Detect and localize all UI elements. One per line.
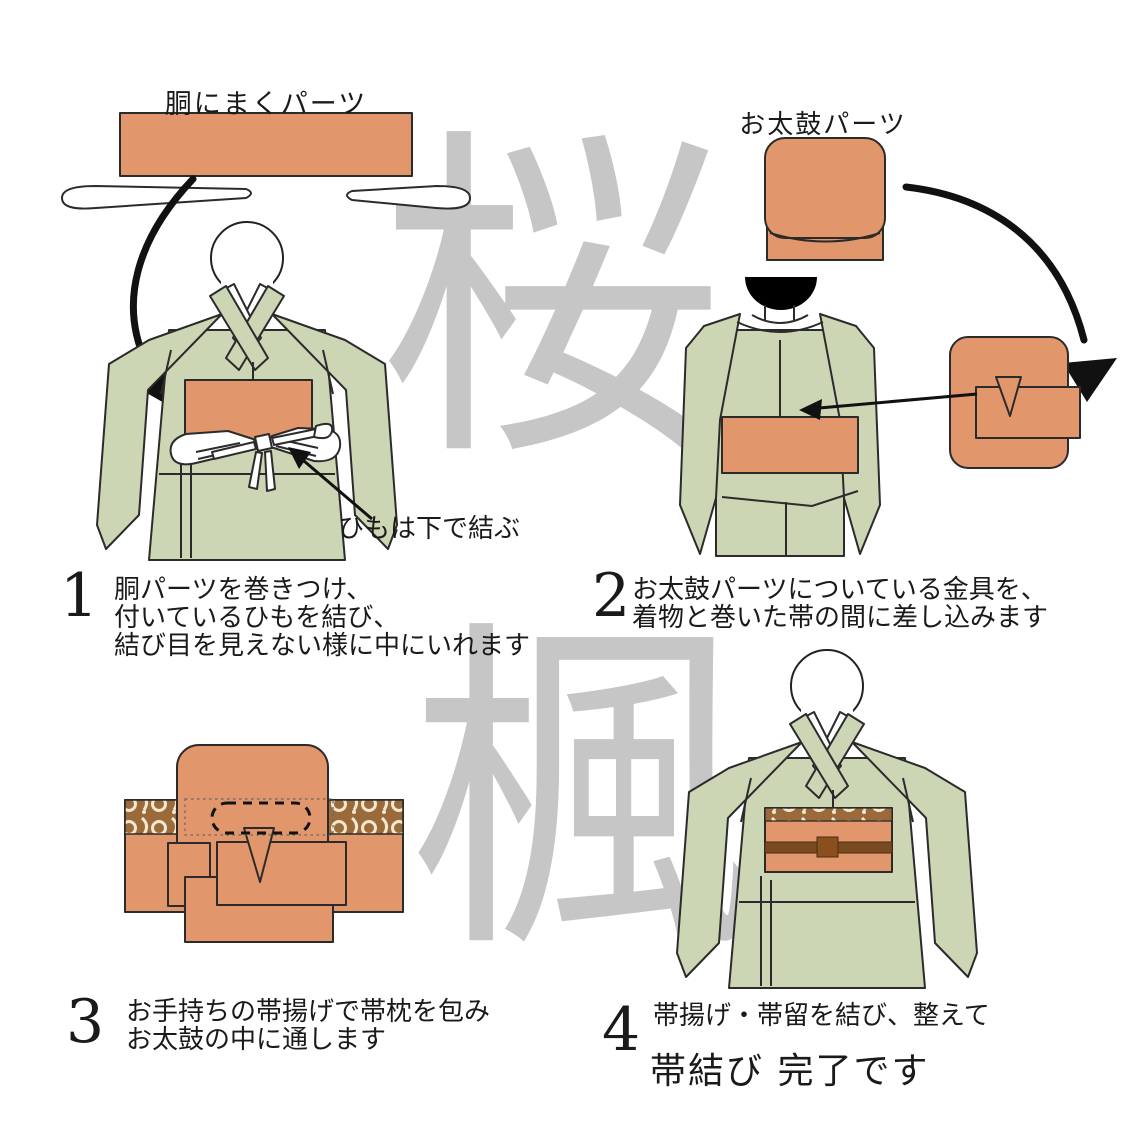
torso-band-rect xyxy=(119,112,413,177)
clip-plate-closeup xyxy=(216,841,347,906)
back-obi-band xyxy=(721,416,859,474)
step2-number: 2 xyxy=(592,561,631,631)
step3-line1: お手持ちの帯揚げで帯枕を包み xyxy=(126,997,491,1027)
torso-part-label: 胴にまくパーツ xyxy=(164,89,368,120)
himo-tie-left xyxy=(61,185,252,210)
makura-dashed-outline xyxy=(210,801,312,835)
otaiko-part xyxy=(764,137,886,261)
step1-text: 胴パーツを巻きつけ、 付いているひもを結び、 結び目を見えない様に中にいれます xyxy=(114,576,530,660)
otaiko-part-label: お太鼓パーツ xyxy=(739,110,907,140)
himo-tie-right xyxy=(346,185,471,210)
step1-number: 1 xyxy=(60,561,99,631)
step4-number: 4 xyxy=(602,995,641,1065)
metal-clip xyxy=(995,376,1022,417)
himo-note-label: ひもは下で結ぶ xyxy=(338,514,521,544)
step2-line2: 着物と巻いた帯の間に差し込みます xyxy=(632,603,1049,633)
otaiko-closeup-step3 xyxy=(124,744,404,943)
step3-line2: お太鼓の中に通します xyxy=(126,1025,387,1055)
step1-line3: 結び目を見えない様に中にいれます xyxy=(114,631,531,661)
otaiko-clip-part xyxy=(949,336,1081,469)
step2-text: お太鼓パーツについている金具を、 着物と巻いた帯の間に差し込みます xyxy=(632,576,1048,632)
step1-line2: 付いているひもを結び、 xyxy=(114,603,400,633)
obiage-strip xyxy=(764,807,893,822)
clip-plate xyxy=(975,386,1081,439)
step3-number: 3 xyxy=(66,987,105,1057)
hair xyxy=(745,277,817,310)
back-figure-step2 xyxy=(679,277,881,557)
himo-bow xyxy=(211,422,334,492)
back-left-sleeve xyxy=(679,313,741,555)
front-figure-step1 xyxy=(96,221,398,561)
step4-text: 帯揚げ・帯留を結び、整えて xyxy=(653,1002,990,1030)
step4-line1: 帯揚げ・帯留を結び、整えて xyxy=(653,1001,990,1031)
otaiko-part-pad xyxy=(764,137,886,239)
step2-line1: お太鼓パーツについている金具を、 xyxy=(632,575,1047,605)
torso-obi-part xyxy=(61,112,471,210)
obidome-clasp xyxy=(816,836,839,858)
insert-arrow xyxy=(799,392,978,420)
metal-clip-closeup xyxy=(243,827,275,883)
himo-knot-arrow xyxy=(288,447,373,521)
step1-line1: 胴パーツを巻きつけ、 xyxy=(114,575,373,605)
step3-text: お手持ちの帯揚げで帯枕を包み お太鼓の中に通します xyxy=(126,998,490,1054)
hidden-obiage-outline xyxy=(184,798,334,836)
place-arrow xyxy=(902,183,1117,402)
step4-finish-text: 帯結び 完了です xyxy=(650,1051,930,1092)
front-figure-step4 xyxy=(676,649,978,989)
